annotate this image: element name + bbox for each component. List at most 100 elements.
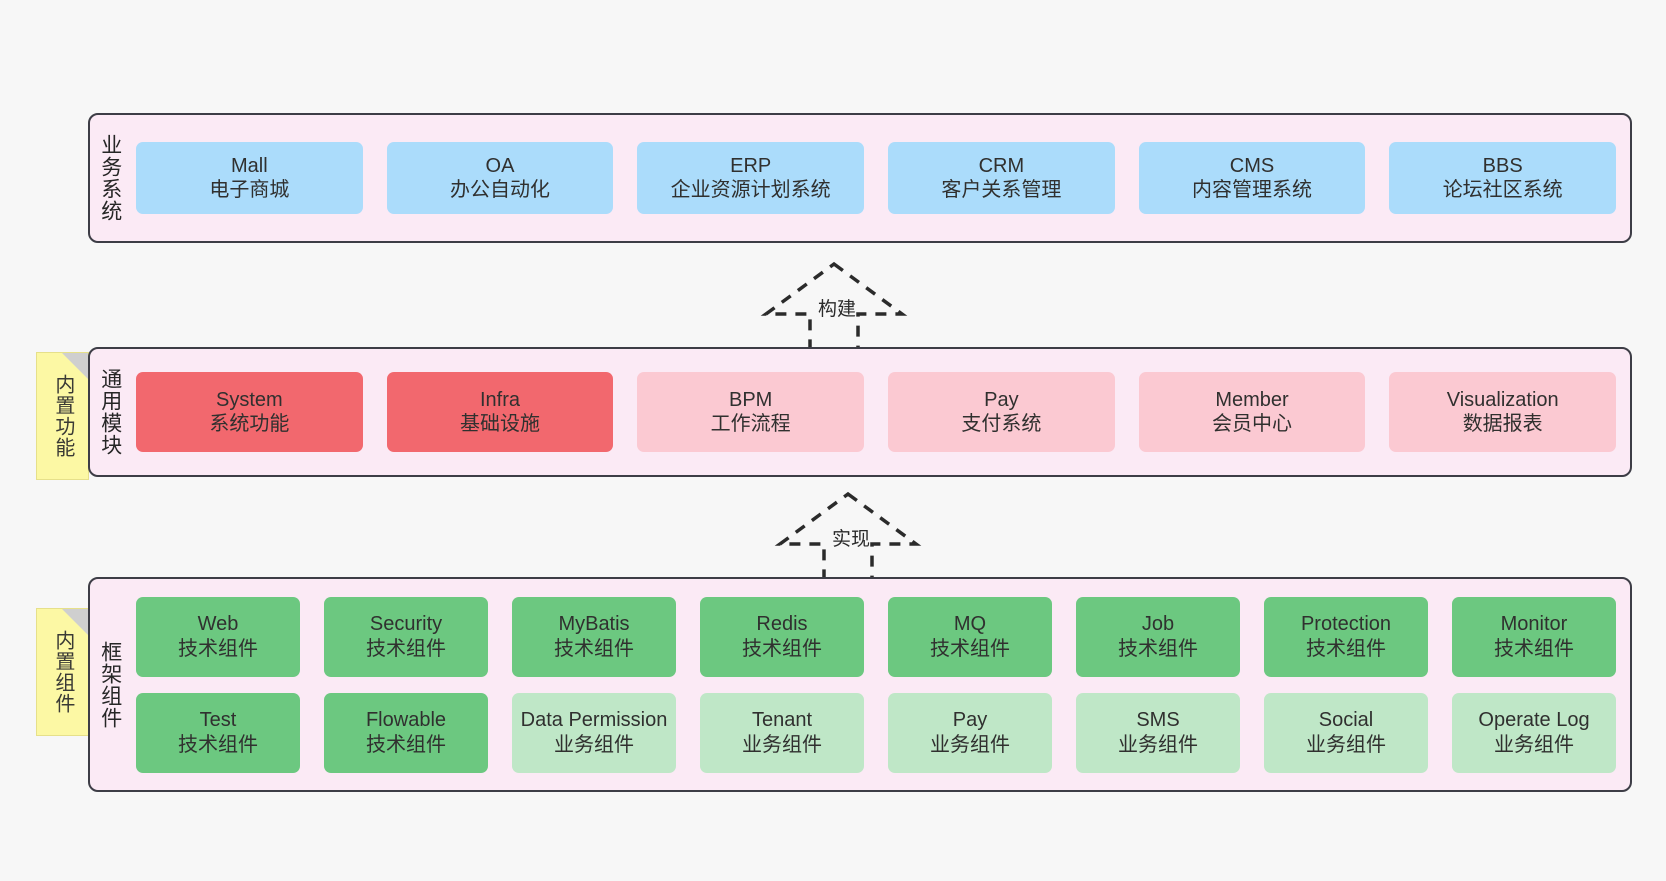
card-tenant[interactable]: Tenant 业务组件 xyxy=(700,692,864,773)
card-cms[interactable]: CMS 内容管理系统 xyxy=(1138,142,1366,214)
card-bpm[interactable]: BPM 工作流程 xyxy=(637,372,865,452)
card-title-cn: 工作流程 xyxy=(710,413,791,435)
card-row: Web 技术组件 Security 技术组件 MyBatis 技术组件 Redi… xyxy=(136,596,1616,677)
card-title-en: Visualization xyxy=(1446,388,1559,411)
dashed-hollow-arrow-icon xyxy=(760,261,908,356)
card-title-cn: 技术组件 xyxy=(178,637,258,660)
card-infra[interactable]: Infra 基础设施 xyxy=(386,372,614,452)
card-title-cn: 技术组件 xyxy=(1118,637,1198,660)
card-redis[interactable]: Redis 技术组件 xyxy=(700,596,864,677)
sticky-note-builtin-features[interactable]: 内置功能 xyxy=(36,352,89,480)
card-bbs[interactable]: BBS 论坛社区系统 xyxy=(1389,142,1617,214)
card-sms[interactable]: SMS 业务组件 xyxy=(1076,692,1240,773)
card-title-en: Flowable xyxy=(365,709,447,732)
card-title-cn: 论坛社区系统 xyxy=(1442,179,1563,201)
card-title-en: CMS xyxy=(1229,154,1275,177)
layer-common-modules[interactable]: 通用模块 System 系统功能 Infra 基础设施 BPM 工作流程 Pay… xyxy=(88,347,1632,477)
card-job[interactable]: Job 技术组件 xyxy=(1076,596,1240,677)
card-title-en: Test xyxy=(199,709,237,732)
arrow-realize: 实现 xyxy=(768,488,928,588)
card-title-cn: 技术组件 xyxy=(366,733,446,756)
card-flowable[interactable]: Flowable 技术组件 xyxy=(324,692,488,773)
sticky-note-label: 内置组件 xyxy=(51,630,74,714)
layer-body-business: Mall 电子商城 OA 办公自动化 ERP 企业资源计划系统 CRM 客户关系… xyxy=(130,115,1630,241)
card-title-en: CRM xyxy=(978,154,1025,177)
card-title-cn: 系统功能 xyxy=(209,413,290,435)
card-title-cn: 业务组件 xyxy=(1494,733,1574,756)
card-pay-business[interactable]: Pay 业务组件 xyxy=(888,692,1052,773)
card-row: Mall 电子商城 OA 办公自动化 ERP 企业资源计划系统 CRM 客户关系… xyxy=(136,142,1617,214)
card-mall[interactable]: Mall 电子商城 xyxy=(136,142,363,214)
layer-body-common: System 系统功能 Infra 基础设施 BPM 工作流程 Pay 支付系统… xyxy=(130,349,1630,475)
card-title-cn: 会员中心 xyxy=(1212,413,1293,435)
card-row: System 系统功能 Infra 基础设施 BPM 工作流程 Pay 支付系统… xyxy=(136,372,1617,452)
card-row: Test 技术组件 Flowable 技术组件 Data Permission … xyxy=(136,692,1616,773)
dashed-hollow-arrow-icon xyxy=(774,491,922,586)
layer-framework-components[interactable]: 框架组件 Web 技术组件 Security 技术组件 MyBatis 技术组件… xyxy=(88,577,1632,792)
card-title-en: Security xyxy=(369,613,443,636)
arrow-label-build: 构建 xyxy=(818,299,857,320)
card-crm[interactable]: CRM 客户关系管理 xyxy=(888,142,1115,214)
card-system[interactable]: System 系统功能 xyxy=(136,372,363,452)
card-title-en: System xyxy=(215,388,283,411)
card-title-en: Protection xyxy=(1300,613,1392,636)
card-test[interactable]: Test 技术组件 xyxy=(136,692,300,773)
card-title-en: Tenant xyxy=(751,709,813,732)
card-member[interactable]: Member 会员中心 xyxy=(1138,372,1366,452)
card-title-cn: 技术组件 xyxy=(1494,637,1574,660)
sticky-note-builtin-components[interactable]: 内置组件 xyxy=(36,608,89,736)
card-title-cn: 业务组件 xyxy=(1118,733,1198,756)
card-title-en: Infra xyxy=(479,388,521,411)
card-title-cn: 技术组件 xyxy=(930,637,1010,660)
card-security[interactable]: Security 技术组件 xyxy=(324,596,488,677)
card-title-en: Mall xyxy=(231,154,268,177)
card-title-cn: 基础设施 xyxy=(460,413,540,435)
card-title-cn: 技术组件 xyxy=(178,733,258,756)
card-title-en: Operate Log xyxy=(1478,709,1590,732)
card-title-cn: 支付系统 xyxy=(961,413,1042,435)
card-title-en: Pay xyxy=(984,388,1019,411)
card-monitor[interactable]: Monitor 技术组件 xyxy=(1452,596,1616,677)
card-protection[interactable]: Protection 技术组件 xyxy=(1264,596,1428,677)
card-title-cn: 技术组件 xyxy=(742,637,822,660)
card-title-en: SMS xyxy=(1136,709,1180,732)
card-title-en: Redis xyxy=(756,613,808,636)
card-title-cn: 技术组件 xyxy=(554,637,634,660)
card-title-en: Job xyxy=(1141,613,1175,636)
card-title-cn: 办公自动化 xyxy=(450,179,550,201)
card-oa[interactable]: OA 办公自动化 xyxy=(386,142,614,214)
card-pay[interactable]: Pay 支付系统 xyxy=(888,372,1115,452)
card-title-cn: 技术组件 xyxy=(366,637,446,660)
card-mybatis[interactable]: MyBatis 技术组件 xyxy=(512,596,676,677)
card-operate-log[interactable]: Operate Log 业务组件 xyxy=(1452,692,1616,773)
card-title-cn: 电子商城 xyxy=(209,179,290,201)
card-visualization[interactable]: Visualization 数据报表 xyxy=(1389,372,1617,452)
card-title-en: Member xyxy=(1215,388,1289,411)
card-title-en: BBS xyxy=(1482,154,1523,177)
card-title-en: OA xyxy=(485,154,515,177)
card-erp[interactable]: ERP 企业资源计划系统 xyxy=(637,142,865,214)
arrow-label-realize: 实现 xyxy=(832,529,871,550)
card-title-en: MQ xyxy=(953,613,987,636)
card-mq[interactable]: MQ 技术组件 xyxy=(888,596,1052,677)
card-title-cn: 业务组件 xyxy=(554,733,634,756)
card-title-cn: 内容管理系统 xyxy=(1192,179,1313,201)
card-title-en: MyBatis xyxy=(558,613,630,636)
card-title-en: Monitor xyxy=(1500,613,1568,636)
card-data-permission[interactable]: Data Permission 业务组件 xyxy=(512,692,676,773)
card-title-en: Web xyxy=(197,613,239,636)
card-title-cn: 客户关系管理 xyxy=(941,179,1062,201)
card-title-cn: 业务组件 xyxy=(930,733,1010,756)
card-title-cn: 企业资源计划系统 xyxy=(670,179,831,201)
card-title-en: Data Permission xyxy=(520,709,668,732)
layer-title-common: 通用模块 xyxy=(98,368,122,456)
card-title-cn: 业务组件 xyxy=(742,733,822,756)
card-title-en: ERP xyxy=(730,154,772,177)
sticky-note-label: 内置功能 xyxy=(51,374,74,458)
card-title-cn: 数据报表 xyxy=(1462,413,1543,435)
card-web[interactable]: Web 技术组件 xyxy=(136,596,300,677)
layer-business-systems[interactable]: 业务系统 Mall 电子商城 OA 办公自动化 ERP 企业资源计划系统 CRM… xyxy=(88,113,1632,243)
layer-title-framework: 框架组件 xyxy=(98,640,122,729)
card-social[interactable]: Social 业务组件 xyxy=(1264,692,1428,773)
